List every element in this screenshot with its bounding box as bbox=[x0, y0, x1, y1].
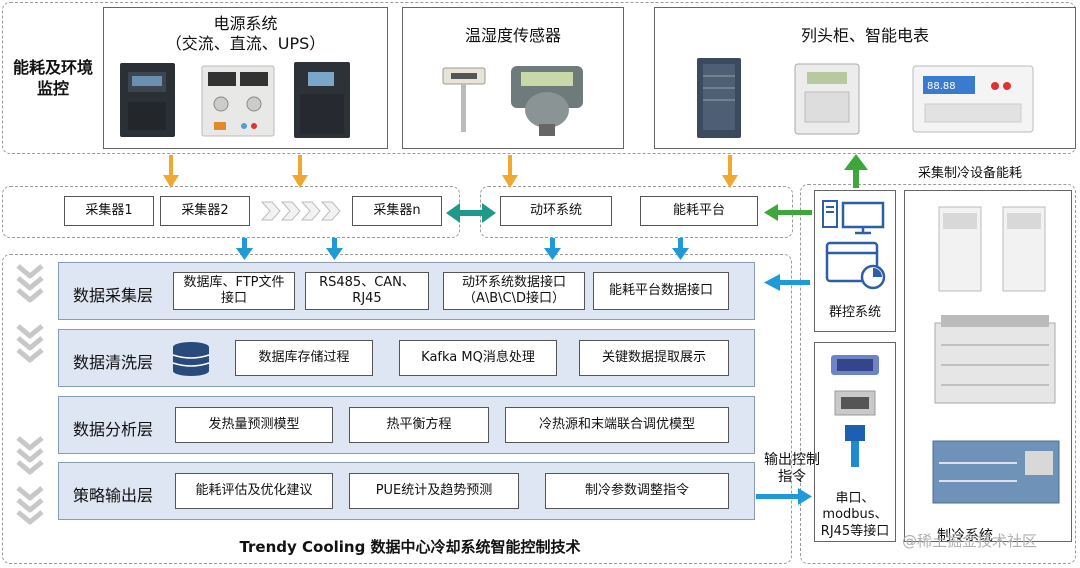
layer-item: 数据库存储过程 bbox=[235, 340, 373, 376]
layer-item: RS485、CAN、 RJ45 bbox=[305, 272, 429, 310]
interface-panel: 串口、 modbus、 RJ45等接口 bbox=[814, 342, 896, 542]
flow-chevrons-left bbox=[16, 264, 44, 525]
sensor-devices-image bbox=[442, 66, 583, 136]
layer-item: 能耗评估及优化建议 bbox=[175, 473, 333, 509]
output-control-label: 输出控制 指令 bbox=[764, 452, 820, 485]
collector-n: 采集器n bbox=[352, 196, 442, 226]
group-control-panel: 群控系统 bbox=[814, 190, 896, 332]
meter-title: 列头柜、智能电表 bbox=[800, 26, 929, 45]
right-header: 采集制冷设备能耗 bbox=[918, 166, 1023, 181]
layer-data-cleaning: 数据清洗层 数据库存储过程 Kafka MQ消息处理 关键数据提取展示 bbox=[58, 329, 755, 387]
connector-icons bbox=[831, 355, 879, 467]
layer-title: 数据采集层 bbox=[73, 286, 154, 305]
layer-data-collection: 数据采集层 数据库、FTP文件 接口 RS485、CAN、 RJ45 动环系统数… bbox=[58, 262, 755, 320]
layer-item: 热平衡方程 bbox=[349, 407, 489, 443]
database-icon bbox=[172, 342, 210, 376]
meter-panel: 列头柜、智能电表 88.88 bbox=[654, 7, 1076, 149]
collector-2: 采集器2 bbox=[160, 196, 250, 226]
collector-1: 采集器1 bbox=[64, 196, 154, 226]
watermark: @稀土掘金技术社区 bbox=[902, 532, 1038, 550]
layer-item: 关键数据提取展示 bbox=[579, 340, 729, 376]
power-system-title: 电源系统 （交流、直流、UPS） bbox=[165, 14, 326, 53]
layer-item: PUE统计及趋势预测 bbox=[349, 473, 519, 509]
group-control-label: 群控系统 bbox=[828, 305, 881, 320]
interface-label: 串口、 modbus、 RJ45等接口 bbox=[820, 491, 890, 539]
monitoring-label: 能耗及环境 监控 bbox=[12, 58, 93, 98]
energy-platform: 能耗平台 bbox=[640, 196, 758, 226]
computer-icon bbox=[822, 200, 886, 290]
layers-section bbox=[2, 254, 792, 564]
cooling-equipment-image bbox=[932, 206, 1060, 504]
layer-item: 能耗平台数据接口 bbox=[593, 272, 729, 310]
cooling-label: 制冷系统 bbox=[937, 528, 993, 544]
layer-item: 动环系统数据接口 （A\B\C\D接口） bbox=[443, 272, 585, 310]
ellipsis-chevrons bbox=[260, 201, 341, 221]
layer-title: 数据清洗层 bbox=[73, 353, 154, 372]
layer-item: 数据库、FTP文件 接口 bbox=[173, 272, 295, 310]
sensor-title: 温湿度传感器 bbox=[464, 26, 561, 45]
layer-title: 策略输出层 bbox=[73, 486, 154, 505]
power-system-panel: 电源系统 （交流、直流、UPS） bbox=[103, 7, 388, 149]
layer-item: 制冷参数调整指令 bbox=[545, 473, 729, 509]
dynamic-env-system: 动环系统 bbox=[500, 196, 612, 226]
right-section bbox=[800, 184, 1076, 564]
sensor-panel: 温湿度传感器 bbox=[402, 7, 624, 149]
cooling-panel: 制冷系统 bbox=[904, 190, 1072, 544]
power-devices-image bbox=[120, 62, 350, 138]
layer-data-analysis: 数据分析层 发热量预测模型 热平衡方程 冷热源和末端联合调优模型 bbox=[58, 396, 755, 454]
footer-title: Trendy Cooling 数据中心冷却系统智能控制技术 bbox=[239, 538, 581, 556]
orange-arrows bbox=[163, 155, 738, 188]
layer-strategy-output: 策略输出层 能耗评估及优化建议 PUE统计及趋势预测 制冷参数调整指令 bbox=[58, 462, 755, 520]
layer-item: 发热量预测模型 bbox=[175, 407, 333, 443]
layer-item: Kafka MQ消息处理 bbox=[399, 340, 557, 376]
layer-item: 冷热源和末端联合调优模型 bbox=[505, 407, 729, 443]
layer-title: 数据分析层 bbox=[73, 420, 154, 439]
meter-devices-image: 88.88 bbox=[697, 58, 1034, 138]
svg-text:88.88: 88.88 bbox=[927, 81, 956, 92]
